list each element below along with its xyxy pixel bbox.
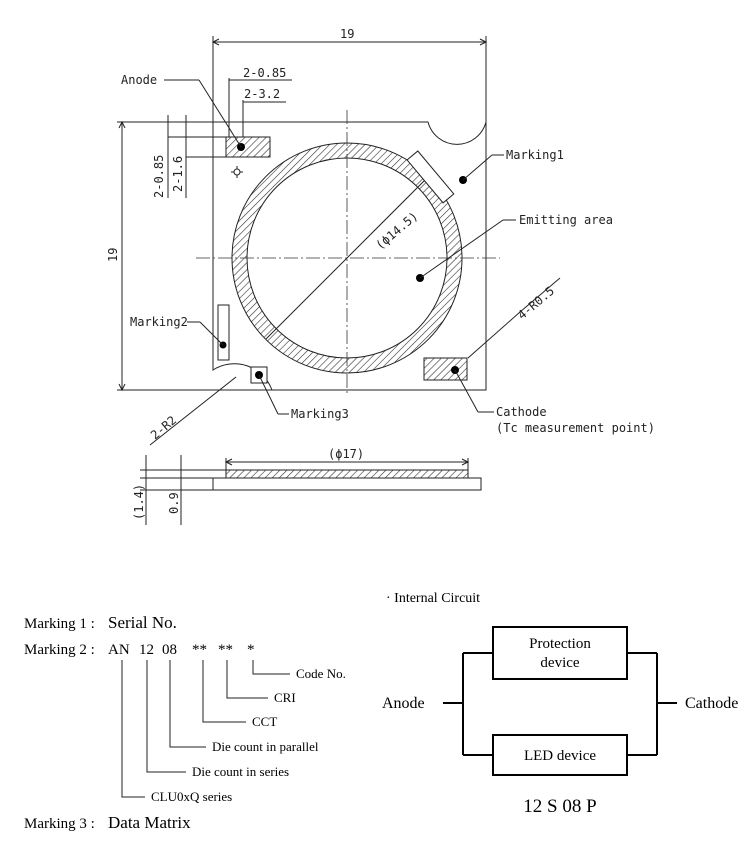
marking2-code-series: 12 [139,642,154,658]
cathode-note: (Tc measurement point) [496,421,655,435]
marking2-code-parallel: 08 [162,642,177,658]
internal-circuit: · Internal Circuit Protection device LED… [382,591,738,817]
polarity-mark-center [233,168,241,176]
width-dimension: 19 [340,27,354,41]
substrate-diameter-label: (ϕ17) [328,447,364,461]
anode-callout: Anode [121,73,157,87]
marking1-callout: Marking1 [506,148,564,162]
pad-vertical-dimension: 2-1.6 [171,156,185,192]
circuit-anode: Anode [382,695,425,712]
legend-leader-cri [226,660,268,699]
marking3-label: Marking 3 : [24,816,95,832]
side-substrate [212,477,482,491]
notch-radius-label: 2-R2 [148,413,179,442]
anode-pad [225,136,271,158]
legend-clu: CLU0xQ series [151,789,232,804]
package-outline [212,121,487,391]
marking1-value: Serial No. [108,613,177,632]
legend-leader-series [146,660,186,773]
legend-leader-cct [202,660,246,723]
protection-device-label-1: Protection [529,636,591,652]
marking3-callout: Marking3 [291,407,349,421]
cathode-pad [423,357,468,381]
led-device-label: LED device [524,748,596,764]
pad-width-dimension: 2-0.85 [243,66,286,80]
legend-leader-clu [121,660,145,798]
circuit-wire-left [443,652,493,756]
circuit-wire-right [627,652,677,756]
total-thickness-label: (1.4) [132,484,146,520]
marking1-label: Marking 1 : [24,616,95,632]
corner-radius-label: 4-R0.5 [515,284,557,323]
height-dimension: 19 [106,248,120,262]
marking2-callout: Marking2 [130,315,188,329]
marking2-label: Marking 2 : [24,642,95,658]
marking2-code-cri: ** [218,642,233,658]
substrate-thickness-label: 0.9 [167,492,181,514]
legend-cct: CCT [252,714,277,729]
cathode-callout: Cathode [496,405,547,419]
marking2-box [217,304,230,361]
legend-code-no: Code No. [296,666,346,681]
protection-device-label-2: device [540,655,579,671]
pad-offset-dimension: 2-3.2 [244,87,280,101]
diameter-leader [265,176,429,340]
circuit-cathode: Cathode [685,695,738,712]
side-view: (ϕ17) (1.4) 0.9 [132,447,482,525]
circuit-title: · Internal Circuit [386,591,480,606]
protection-device-box [492,626,628,680]
side-phosphor [225,469,469,479]
emitting-area-callout: Emitting area [519,213,613,227]
marking2-code-cct: ** [192,642,207,658]
circuit-config: 12 S 08 P [523,796,596,817]
top-view: (ϕ14.5) 19 2-0.85 2-3.2 [106,27,655,446]
marking1-box [406,150,455,204]
marking-legend: Marking 1 : Serial No. Marking 2 : AN 12… [24,613,346,832]
legend-leader-parallel [169,660,206,748]
pad-height-dimension: 2-0.85 [152,155,166,198]
marking2-code-no: * [247,642,255,658]
legend-parallel: Die count in parallel [212,739,319,754]
marking3-value: Data Matrix [108,813,191,832]
marking2-code-an: AN [108,642,130,658]
legend-cri: CRI [274,690,296,705]
legend-series: Die count in series [192,764,289,779]
legend-leader-code [252,660,290,675]
